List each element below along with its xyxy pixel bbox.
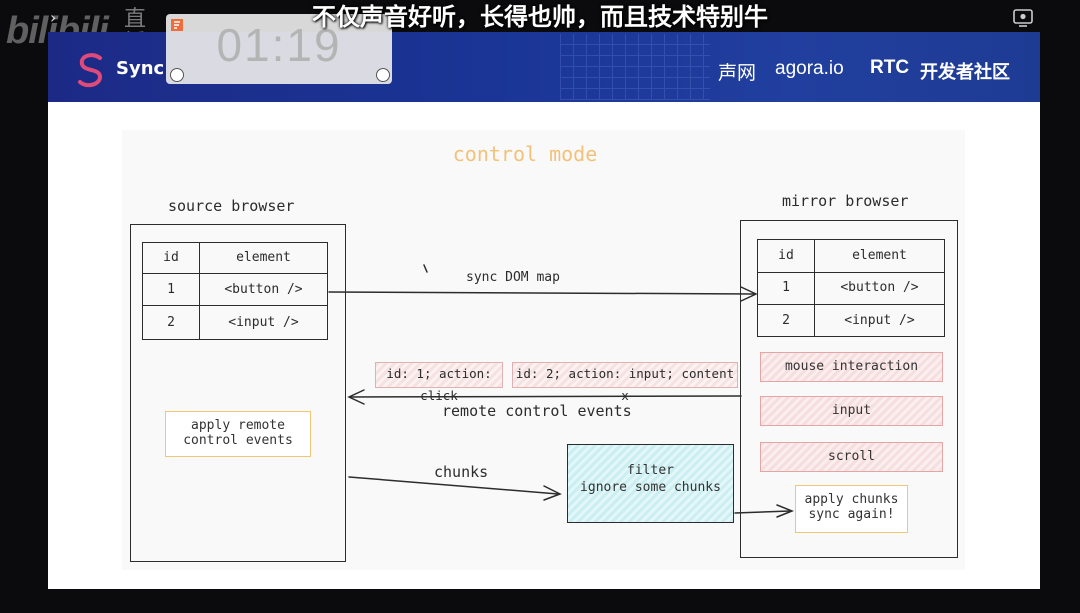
table-cell-id: 2 xyxy=(167,315,175,330)
mouse-interaction-box: mouse interaction xyxy=(760,352,943,382)
table-header-id: id xyxy=(163,250,179,265)
apply-chunks-line-2: sync again! xyxy=(808,507,895,522)
recording-timer xyxy=(166,14,392,84)
filter-title: filter xyxy=(627,463,674,478)
chunks-label: chunks xyxy=(434,463,489,481)
shengwang-logo: 声网 xyxy=(718,62,757,84)
filter-box: filter ignore some chunks xyxy=(567,444,734,523)
apply-chunks-box: apply chunks sync again! xyxy=(795,485,908,533)
apply-remote-line-2: control events xyxy=(183,433,293,448)
table-header-id: id xyxy=(778,248,794,263)
table-cell-element: <input /> xyxy=(844,313,915,328)
timer-display: 01:19 xyxy=(216,19,342,71)
source-browser-title: source browser xyxy=(168,197,295,215)
sync-dom-map-label: sync DOM map xyxy=(466,270,560,285)
video-caption: 不仅声音好听，长得也帅，而且技术特别牛 xyxy=(312,3,768,31)
agora-logo: agora.io xyxy=(775,58,844,79)
apply-remote-line-1: apply remote xyxy=(191,418,285,433)
pause-button[interactable] xyxy=(170,68,184,82)
table-cell-id: 1 xyxy=(782,280,790,295)
source-browser-frame xyxy=(130,224,346,562)
recording-flag-icon xyxy=(171,19,183,31)
table-cell-element: <button /> xyxy=(840,280,919,295)
source-dom-table: id element 1 <button /> 2 <input /> xyxy=(142,242,328,340)
mirror-browser-title: mirror browser xyxy=(782,192,909,210)
mirror-dom-table: id element 1 <button /> 2 <input /> xyxy=(757,239,945,337)
back-chevron-icon[interactable]: › xyxy=(50,8,57,27)
remote-control-events-label: remote control events xyxy=(442,402,632,420)
filter-description: ignore some chunks xyxy=(580,480,721,495)
table-header-element: element xyxy=(236,250,291,265)
screen-settings-icon[interactable] xyxy=(1012,8,1034,28)
mirror-browser-frame xyxy=(740,220,958,558)
stop-button[interactable] xyxy=(376,68,390,82)
table-cell-element: <input /> xyxy=(228,315,299,330)
sync-logo-icon xyxy=(78,53,103,88)
table-cell-id: 1 xyxy=(167,282,175,297)
scroll-box: scroll xyxy=(760,442,943,472)
diagram-title: control mode xyxy=(452,142,598,166)
event-chip: id: 1; action: click xyxy=(375,362,503,403)
rtc-logo: RTC xyxy=(870,57,910,78)
input-box: input xyxy=(760,396,943,426)
apply-remote-events-box: apply remote control events xyxy=(165,411,311,457)
banner-title: Sync xyxy=(116,58,165,79)
table-header-element: element xyxy=(852,248,907,263)
apply-chunks-line-1: apply chunks xyxy=(804,492,899,507)
banner-pattern xyxy=(560,34,710,100)
event-chip: id: 2; action: input; content x xyxy=(512,362,738,403)
rtc-community-label: 开发者社区 xyxy=(920,62,1010,83)
table-cell-element: <button /> xyxy=(224,282,303,297)
player-bottom-bar xyxy=(0,589,1080,613)
table-cell-id: 2 xyxy=(782,313,790,328)
